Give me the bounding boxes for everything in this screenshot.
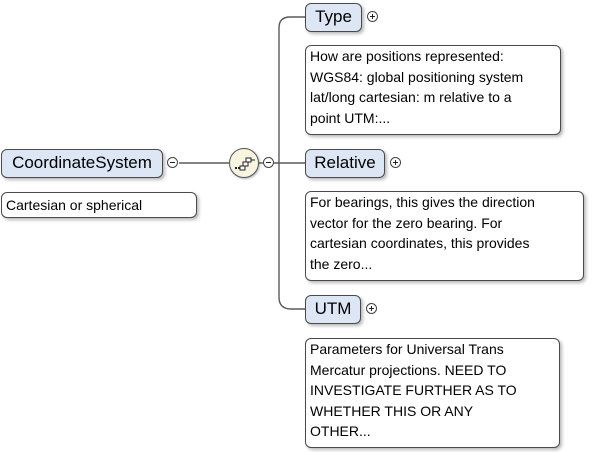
doc-line: the zero... [310, 255, 373, 272]
doc-line: How are positions represented: [310, 48, 504, 64]
doc-line: WHETHER THIS OR ANY [310, 402, 474, 419]
relative-expand-icon[interactable] [390, 157, 401, 168]
utm-documentation: Parameters for Universal Trans Mercatur … [305, 338, 560, 448]
doc-line: point UTM:... [310, 109, 391, 126]
doc-line: lat/long cartesian: m relative to a [310, 89, 512, 106]
child-element-name: Relative [314, 153, 376, 172]
root-collapse-icon[interactable] [167, 157, 178, 168]
child-element-utm[interactable]: UTM [305, 295, 361, 324]
sequence-icon [235, 157, 255, 171]
type-documentation: How are positions represented: WGS84: gl… [305, 45, 561, 135]
compositor-collapse-icon[interactable] [263, 157, 274, 168]
sequence-compositor[interactable] [229, 148, 259, 178]
root-doc-text: Cartesian or spherical [6, 197, 143, 213]
child-element-type[interactable]: Type [305, 3, 362, 32]
child-element-name: UTM [314, 299, 352, 318]
child-element-relative[interactable]: Relative [305, 149, 385, 178]
root-element-name: CoordinateSystem [12, 153, 152, 172]
type-expand-icon[interactable] [367, 11, 378, 22]
doc-line: Parameters for Universal Trans [310, 341, 504, 357]
relative-documentation: For bearings, this gives the direction v… [305, 191, 584, 281]
doc-line: OTHER... [310, 423, 371, 440]
root-documentation: Cartesian or spherical [1, 192, 197, 218]
doc-line: WGS84: global positioning system [310, 68, 524, 85]
doc-line: vector for the zero bearing. For [310, 214, 503, 231]
doc-line: cartesian coordinates, this provides [310, 235, 530, 252]
doc-line: For bearings, this gives the direction [310, 194, 535, 210]
utm-expand-icon[interactable] [366, 303, 377, 314]
child-element-name: Type [315, 7, 352, 26]
root-element-box[interactable]: CoordinateSystem [1, 149, 163, 178]
doc-line: INVESTIGATE FURTHER AS TO [310, 382, 517, 399]
doc-line: Mercatur projections. NEED TO [310, 361, 507, 378]
